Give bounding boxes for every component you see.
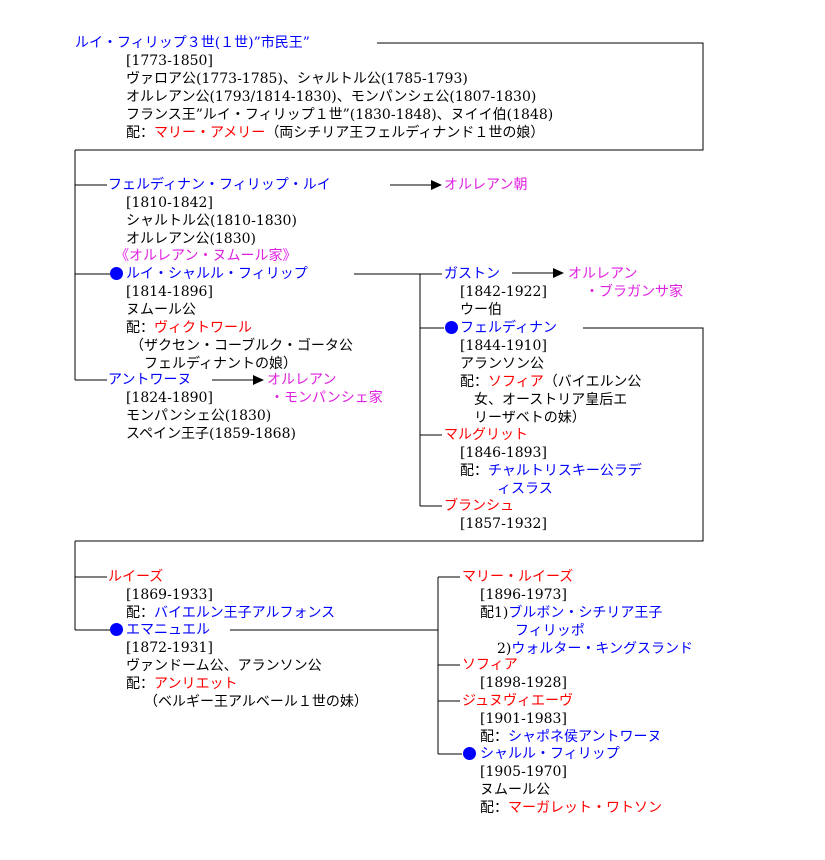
ferdinand-spouse-line: 配：ソフィア（バイエルン公 <box>460 373 641 391</box>
ferdinand-philippe-years: [1810-1842] <box>126 195 213 211</box>
braganza-branch1: オルレアン <box>568 266 638 282</box>
spouse-prefix: 配： <box>126 320 154 336</box>
louis-philippe-title3: フランス王”ルイ・フィリップ１世”(1830-1848)、ヌイイ伯(1848) <box>126 107 554 123</box>
charles-philippe-spouse: マーガレット・ワトソン <box>508 800 662 816</box>
spouse-prefix: 配： <box>480 800 508 816</box>
charles-philippe-name: シャルル・フィリップ <box>480 746 620 762</box>
louis-philippe-title1: ヴァロア公(1773-1785)、シャルトル公(1785-1793) <box>126 71 468 87</box>
blanche-years: [1857-1932] <box>460 516 547 532</box>
marguerite-years: [1846-1893] <box>460 445 547 461</box>
emmanuel-title: ヴァンドーム公、アランソン公 <box>126 658 322 674</box>
emmanuel-spouse-note: （ベルギー王アルベール１世の妹） <box>144 694 368 710</box>
ferdinand-name: フェルディナン <box>460 320 558 336</box>
antoine-years: [1824-1890] <box>126 390 213 406</box>
spouse-prefix: 配： <box>460 463 488 479</box>
lineage-dot-icon <box>445 321 458 334</box>
louis-philippe-title2: オルレアン公(1793/1814-1830)、モンパンシェ公(1807-1830… <box>126 89 537 105</box>
ferdinand-years: [1844-1910] <box>460 338 547 354</box>
louise-spouse-line: 配：バイエルン王子アルフォンス <box>126 604 335 622</box>
ferdinand-spouse-note1: （バイエルン公 <box>543 374 642 390</box>
marie-louise-name: マリー・ルイーズ <box>462 569 574 585</box>
emmanuel-spouse-line: 配：アンリエット <box>126 675 237 693</box>
lineage-dot-icon <box>110 623 123 636</box>
ferdinand-philippe-title2: オルレアン公(1830) <box>126 231 256 247</box>
louis-charles-spouse: ヴィクトワール <box>154 320 252 336</box>
spouse-prefix: 配： <box>480 729 508 745</box>
spouse1-prefix: 配1) <box>480 605 509 621</box>
blanche-name: ブランシュ <box>444 498 514 514</box>
louis-charles-title: ヌムール公 <box>126 302 196 318</box>
louis-philippe-spouse-note: （両シチリア王フェルディナンド１世の娘） <box>265 125 545 141</box>
marguerite-spouse2: ィスラス <box>497 481 553 497</box>
orleans-dynasty-branch: オルレアン朝 <box>444 177 528 193</box>
marie-louise-spouse1b: フィリッポ <box>515 623 585 639</box>
gaston-years: [1842-1922] <box>460 284 547 300</box>
spouse-prefix: 配： <box>126 125 154 141</box>
charles-philippe-spouse-line: 配：マーガレット・ワトソン <box>480 799 662 817</box>
emmanuel-name: エマニュエル <box>126 622 210 638</box>
louis-charles-spouse-note2: フェルディナントの娘） <box>144 356 298 372</box>
montpensier-branch1: オルレアン <box>267 372 337 388</box>
antoine-title2: スペイン王子(1859-1868) <box>126 426 296 442</box>
spouse-prefix: 配： <box>126 605 154 621</box>
charles-philippe-years: [1905-1970] <box>480 764 567 780</box>
ferdinand-philippe-name: フェルディナン・フィリップ・ルイ <box>108 177 331 193</box>
emmanuel-spouse: アンリエット <box>154 676 238 692</box>
spouse-prefix: 配： <box>460 374 488 390</box>
marie-louise-spouse1-line: 配1)ブルボン・シチリア王子 <box>480 604 662 622</box>
ferdinand-spouse: ソフィア <box>488 374 544 390</box>
louis-philippe-spouse: マリー・アメリー <box>154 125 266 141</box>
charles-philippe-title: ヌムール公 <box>480 782 550 798</box>
louis-charles-spouse-line: 配：ヴィクトワール <box>126 319 252 337</box>
spouse2-prefix: 2) <box>497 641 512 657</box>
louis-philippe-spouse-line: 配：マリー・アメリー（両シチリア王フェルディナンド１世の娘） <box>126 124 544 142</box>
connector-top <box>75 42 704 151</box>
louis-charles-name: ルイ・シャルル・フィリップ <box>126 266 308 282</box>
louis-philippe-years: [1773-1850] <box>126 53 213 69</box>
connector-ferdinand-bracket <box>75 327 704 542</box>
emmanuel-years: [1872-1931] <box>126 640 213 656</box>
antoine-name: アントワーヌ <box>108 372 192 388</box>
marguerite-spouse-line: 配：チャルトリスキー公ラデ <box>460 462 642 480</box>
louise-years: [1869-1933] <box>126 587 213 603</box>
ferdinand-spouse-note2: 女、オーストリア皇后エ <box>474 392 628 408</box>
sophie-years: [1898-1928] <box>480 675 567 691</box>
marie-louise-spouse2-line: 2)ウォルター・キングスランド <box>497 640 693 658</box>
marguerite-spouse1: チャルトリスキー公ラデ <box>488 463 642 479</box>
ferdinand-philippe-title1: シャルトル公(1810-1830) <box>126 213 297 229</box>
lineage-dot-icon <box>463 747 476 760</box>
arrowhead-montpensier <box>253 375 264 385</box>
antoine-title1: モンパンシェ公(1830) <box>126 408 272 424</box>
genevieve-spouse-line: 配：シャポネ侯アントワーヌ <box>480 728 661 746</box>
gaston-title: ウー伯 <box>460 302 502 318</box>
ferdinand-spouse-note3: リーザベトの妹） <box>474 410 586 426</box>
marie-louise-years: [1896-1973] <box>480 587 567 603</box>
genevieve-spouse: シャポネ侯アントワーヌ <box>508 729 662 745</box>
spouse-prefix: 配： <box>126 676 154 692</box>
louis-charles-spouse-note1: （ザクセン・コーブルク・ゴータ公 <box>130 338 353 354</box>
marie-louise-spouse2: ウォルター・キングスランド <box>511 641 693 657</box>
louise-name: ルイーズ <box>108 569 164 585</box>
sophie-name: ソフィア <box>462 657 518 673</box>
genevieve-name: ジュヌヴィエーヴ <box>462 693 574 709</box>
montpensier-branch2: ・モンパンシェ家 <box>270 390 383 406</box>
louis-charles-years: [1814-1896] <box>126 284 213 300</box>
lineage-dot-icon <box>110 267 123 280</box>
arrowhead-orleans-dynasty <box>431 180 442 190</box>
gaston-name: ガストン <box>444 266 500 282</box>
marie-louise-spouse1a: ブルボン・シチリア王子 <box>508 605 663 621</box>
louise-spouse: バイエルン王子アルフォンス <box>154 605 336 621</box>
genevieve-years: [1901-1983] <box>480 711 567 727</box>
ferdinand-title: アランソン公 <box>460 356 544 372</box>
marguerite-name: マルグリット <box>444 427 528 443</box>
nemours-house-label: 《オルレアン・ヌムール家》 <box>115 248 297 264</box>
braganza-branch2: ・ブラガンサ家 <box>585 284 683 300</box>
arrowhead-braganza <box>553 268 564 278</box>
louis-philippe-name: ルイ・フィリップ３世(１世)”市民王” <box>75 35 310 51</box>
